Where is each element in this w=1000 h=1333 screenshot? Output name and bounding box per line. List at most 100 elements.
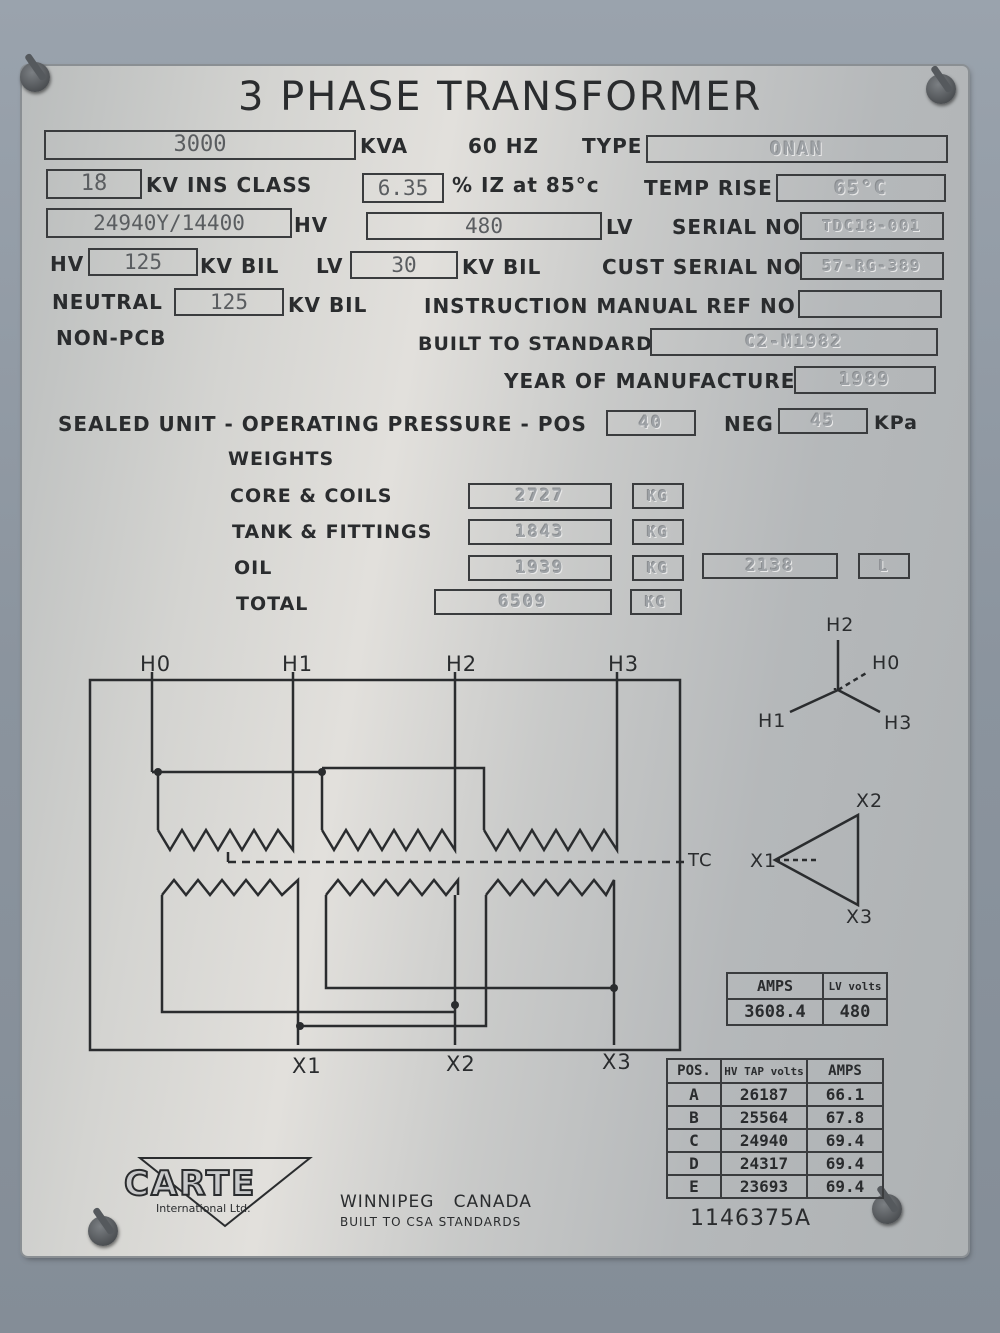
iz-value: 6.35 [362,173,444,203]
amps-value: 3608.4 [726,998,824,1026]
serial-value: TDC18-001 [800,212,944,240]
tc-label: TC [688,850,713,871]
tap-pos: E [666,1174,722,1199]
type-label: TYPE [582,134,643,158]
table-row: D 24317 69.4 [666,1151,884,1176]
tap-pos: D [666,1151,722,1176]
total-unit: KG [630,589,682,615]
standard-value: C2-M1982 [650,328,938,356]
tank-value: 1843 [468,519,612,545]
sealed-label: SEALED UNIT - OPERATING PRESSURE - POS [58,412,587,436]
screw-icon [20,62,50,92]
hz-label: 60 HZ [468,134,540,158]
oil-liters: 2138 [702,553,838,579]
tank-outline [88,678,682,1052]
kva-value: 3000 [44,130,356,160]
weights-label: WEIGHTS [228,448,335,470]
kv-ins-label: KV INS CLASS [146,173,313,197]
terminal-h3: H3 [608,652,640,676]
tap-volts: 24940 [720,1128,808,1153]
iz-label: % IZ at 85°c [452,173,600,197]
neutral-bil-label: KV BIL [288,293,368,317]
tap-pos: A [666,1082,722,1107]
wye-h1: H1 [758,710,787,732]
terminal-x2: X2 [446,1052,476,1076]
terminal-x3: X3 [602,1050,632,1074]
tap-amps: 67.8 [806,1105,884,1130]
screw-icon [872,1194,902,1224]
neg-label: NEG [724,412,774,436]
terminal-x1: X1 [292,1054,322,1078]
lv-volts-header: LV volts [822,972,888,1000]
table-row: A 26187 66.1 [666,1082,884,1107]
lv-bil-prefix: LV [316,254,344,278]
year-label: YEAR OF MANUFACTURE [504,369,796,393]
nameplate [22,66,968,1256]
temp-rise-value: 65°C [776,174,946,202]
neutral-value: 125 [174,288,284,316]
type-value: ONAN [646,135,948,163]
tap-pos: C [666,1128,722,1153]
terminal-h2: H2 [446,652,478,676]
kpa-label: KPa [874,412,918,434]
oil-value: 1939 [468,555,612,581]
wye-h3: H3 [884,712,913,734]
core-unit: KG [632,483,684,509]
plate-title: 3 PHASE TRANSFORMER [238,74,763,120]
tap-amps: 66.1 [806,1082,884,1107]
oil-unit: KG [632,555,684,581]
tap-volts: 24317 [720,1151,808,1176]
tap-amps: 69.4 [806,1174,884,1199]
hv-value: 24940Y/14400 [46,208,292,238]
delta-x3: X3 [846,906,874,928]
terminal-h1: H1 [282,652,314,676]
total-label: TOTAL [236,593,309,615]
tap-volts: 25564 [720,1105,808,1130]
tap-amps: 69.4 [806,1128,884,1153]
serial-label: SERIAL NO [672,215,801,239]
cust-serial-label: CUST SERIAL NO [602,255,802,279]
table-row: C 24940 69.4 [666,1128,884,1153]
neg-value: 45 [778,408,868,434]
tap-volts: 23693 [720,1174,808,1199]
tank-unit: KG [632,519,684,545]
standard-label: BUILT TO STANDARD [418,333,653,355]
amps-header: AMPS [726,972,824,1000]
lv-label: LV [606,215,634,239]
pos-value: 40 [606,410,696,436]
manual-value [798,290,942,318]
manual-label: INSTRUCTION MANUAL REF NO [424,294,796,318]
delta-x2: X2 [856,790,884,812]
maker-city: WINNIPEG CANADA [340,1192,532,1212]
kva-label: KVA [360,134,409,158]
tap-header-amps: AMPS [806,1058,884,1084]
tap-amps: 69.4 [806,1151,884,1176]
table-row: B 25564 67.8 [666,1105,884,1130]
part-number: 1146375A [690,1206,812,1231]
lv-bil-label: KV BIL [462,255,542,279]
hv-bil-prefix: HV [50,252,85,276]
year-value: 1989 [794,366,936,394]
core-label: CORE & COILS [230,485,393,507]
table-row: E 23693 69.4 [666,1174,884,1199]
oil-label: OIL [234,557,273,579]
neutral-label: NEUTRAL [52,290,163,314]
hv-label: HV [294,213,329,237]
total-value: 6509 [434,589,612,615]
terminal-h0: H0 [140,652,172,676]
wye-h2: H2 [826,614,855,636]
liter-unit: L [858,553,910,579]
lv-rating-table: AMPS LV volts 3608.4 480 [726,972,888,1026]
screw-icon [88,1216,118,1246]
lv-bil-value: 30 [350,251,458,279]
tap-header-pos: POS. [666,1058,722,1084]
cust-serial-value: 57-RG-389 [800,252,944,280]
tap-table: POS. HV TAP volts AMPS A 26187 66.1 B 25… [666,1058,884,1199]
non-pcb-label: NON-PCB [56,326,167,350]
maker-name: CARTE [123,1163,257,1205]
delta-x1: X1 [750,850,778,872]
lv-value: 480 [366,212,602,240]
lv-volts-value: 480 [822,998,888,1026]
tap-pos: B [666,1105,722,1130]
